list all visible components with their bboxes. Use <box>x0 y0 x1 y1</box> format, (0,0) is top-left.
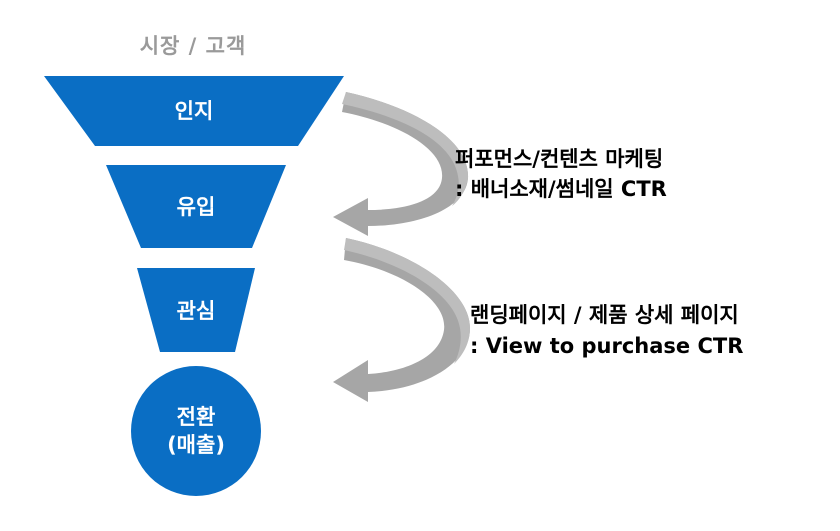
stage-label-interest: 관심 <box>176 299 216 323</box>
funnel-stage-interest <box>137 268 255 352</box>
curved-arrow-2-shade <box>344 238 470 364</box>
curved-arrow-1-shade <box>342 92 469 206</box>
funnel-stage-awareness <box>44 76 344 146</box>
stage-label-conversion: 전환 <box>176 405 216 429</box>
stage-label-conversion-sub: (매출) <box>167 433 225 457</box>
annotation-1-line1: 퍼포먼스/컨텐츠 마케팅 <box>455 147 664 171</box>
annotation-2-line2: : View to purchase CTR <box>470 334 744 358</box>
market-customer-header: 시장 / 고객 <box>139 34 247 58</box>
stage-label-inflow: 유입 <box>176 195 216 219</box>
stage-label-awareness: 인지 <box>174 99 214 123</box>
funnel-stage-inflow <box>106 165 286 248</box>
annotation-1-line2: : 배너소재/썸네일 CTR <box>455 177 667 201</box>
funnel-stage-conversion <box>131 366 261 496</box>
annotation-2-line1: 랜딩페이지 / 제품 상세 페이지 <box>470 303 739 327</box>
